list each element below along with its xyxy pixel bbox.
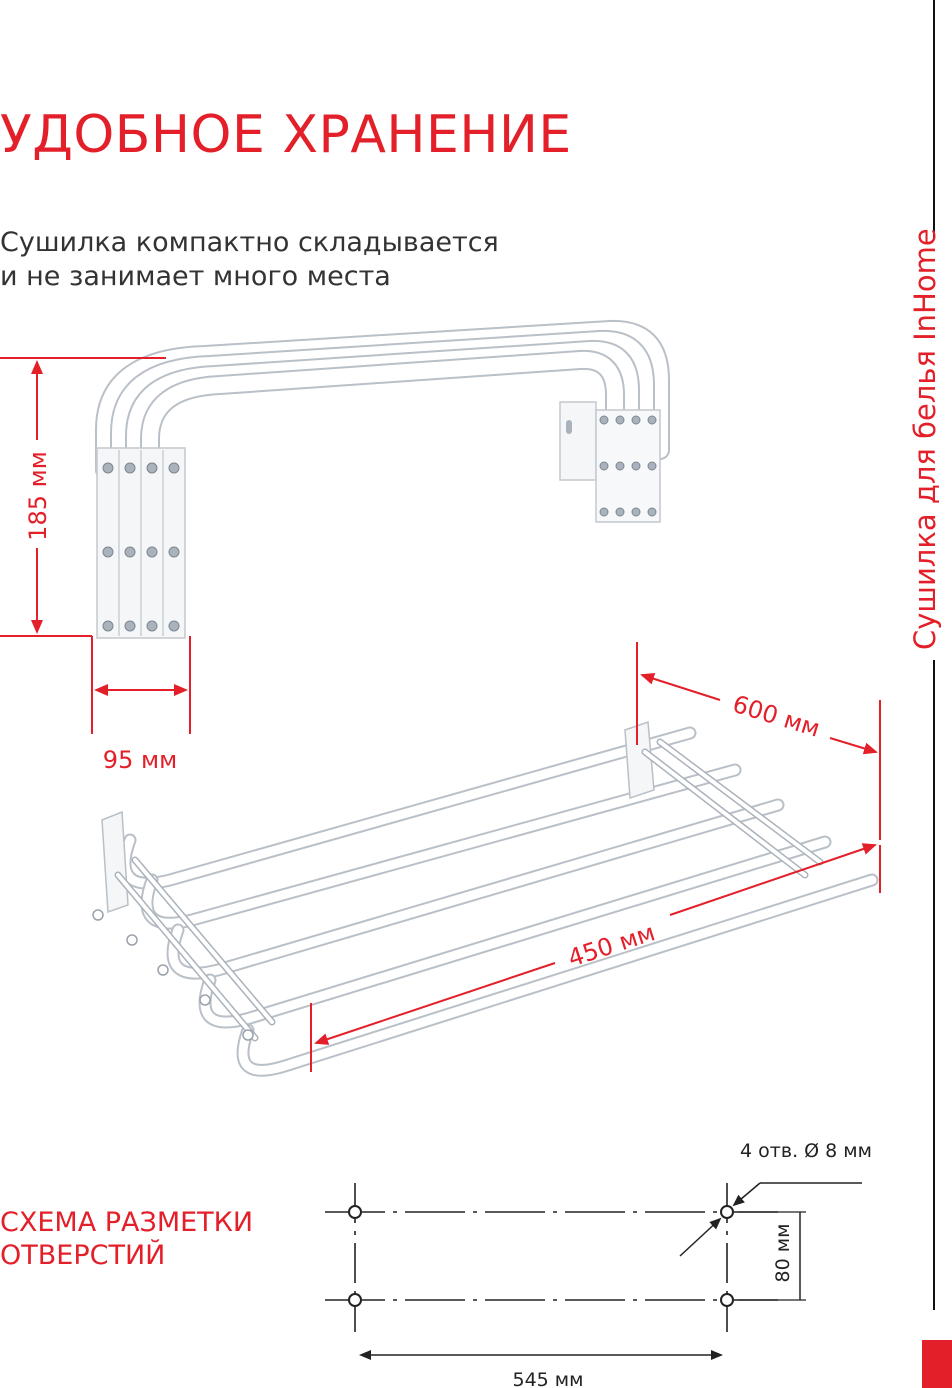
hole-marker bbox=[348, 1293, 362, 1307]
scheme-title: СХЕМА РАЗМЕТКИ ОТВЕРСТИЙ bbox=[0, 1206, 253, 1272]
page-title: УДОБНОЕ ХРАНЕНИЕ bbox=[0, 105, 572, 165]
folded-dryer bbox=[95, 319, 670, 639]
extended-dryer bbox=[92, 720, 879, 1077]
dimension-label-95: 95 мм bbox=[103, 746, 177, 774]
page-subtitle: Сушилка компактно складывается и не зани… bbox=[0, 226, 560, 294]
side-rule-top bbox=[933, 0, 935, 238]
dimension-label-185: 185 мм bbox=[24, 451, 52, 541]
hole-marker bbox=[720, 1205, 734, 1219]
hole-scheme: 80 мм 545 мм 4 отв. Ø 8 мм bbox=[325, 1140, 872, 1388]
scheme-title-line-2: ОТВЕРСТИЙ bbox=[0, 1240, 166, 1271]
corner-accent bbox=[922, 1340, 952, 1388]
subtitle-line-2: и не занимает много места bbox=[0, 261, 391, 292]
dimension-label-600: 600 мм bbox=[729, 690, 823, 743]
dimension-label-80: 80 мм bbox=[772, 1224, 794, 1283]
scheme-title-line-1: СХЕМА РАЗМЕТКИ bbox=[0, 1207, 254, 1238]
holes-note: 4 отв. Ø 8 мм bbox=[740, 1140, 872, 1162]
hole-marker bbox=[720, 1293, 734, 1307]
dimension-folded-height: 185 мм bbox=[0, 357, 191, 734]
side-rule-bottom bbox=[933, 660, 935, 1310]
subtitle-line-1: Сушилка компактно складывается bbox=[0, 227, 499, 258]
hole-marker bbox=[348, 1205, 362, 1219]
dimension-folded-depth: 95 мм bbox=[94, 684, 188, 774]
dimension-width: 450 мм bbox=[310, 843, 881, 1072]
dimension-label-545: 545 мм bbox=[513, 1369, 584, 1388]
